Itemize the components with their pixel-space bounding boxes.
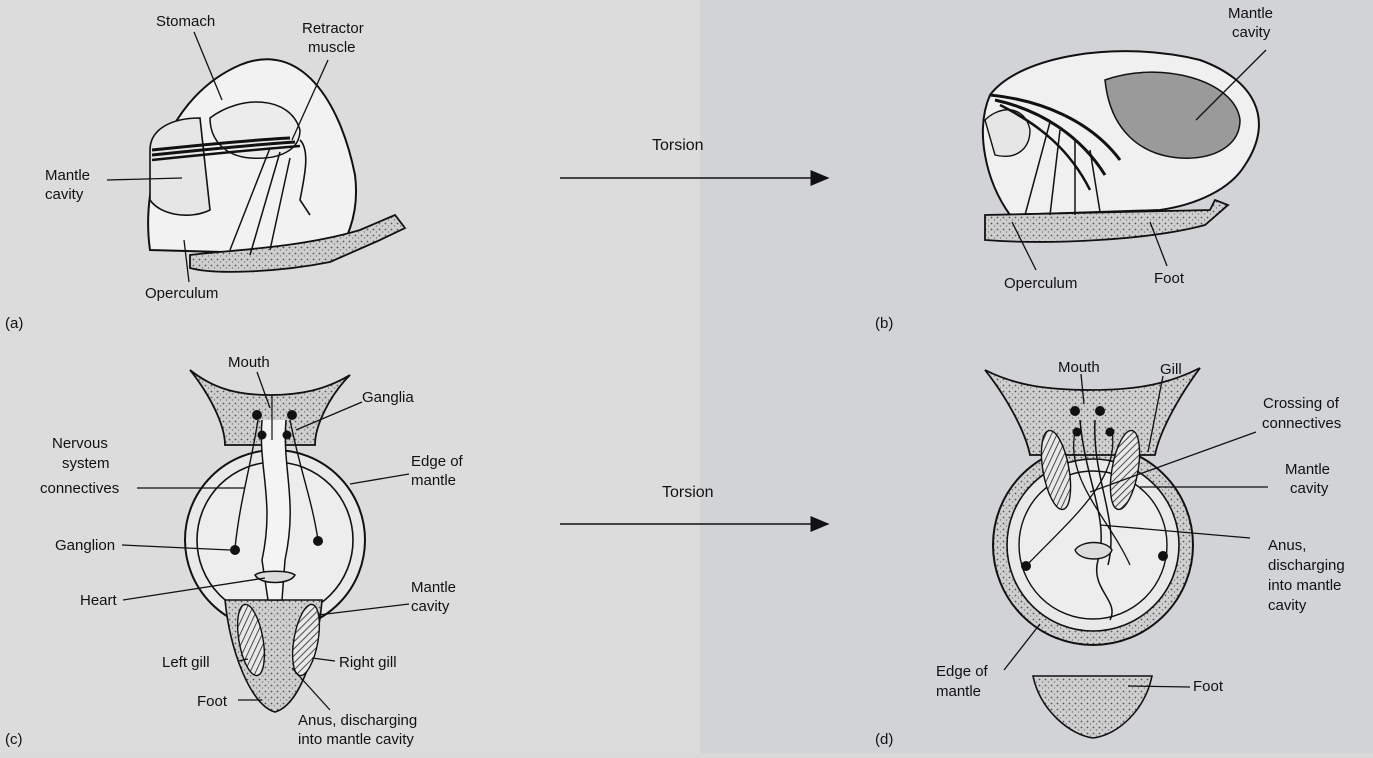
- label-mantle-cavity-c-line1: Mantle: [411, 579, 456, 596]
- label-crossing-line1: Crossing of: [1263, 395, 1340, 412]
- panel-letter-b: (b): [875, 315, 893, 332]
- label-gill-d: Gill: [1160, 361, 1182, 378]
- label-mantle-cavity-d-line2: cavity: [1290, 480, 1329, 497]
- label-edge-mantle-c-line1: Edge of: [411, 453, 464, 470]
- label-edge-mantle-d-line1: Edge of: [936, 663, 989, 680]
- label-edge-mantle-d-line2: mantle: [936, 683, 981, 700]
- label-mouth-c: Mouth: [228, 354, 270, 371]
- label-heart-c: Heart: [80, 592, 118, 609]
- label-anus-c-line2: into mantle cavity: [298, 731, 414, 748]
- label-mantle-cavity-a-line1: Mantle: [45, 167, 90, 184]
- panel-letter-c: (c): [5, 731, 23, 748]
- snail-b-drawing: [983, 51, 1259, 242]
- label-anus-d-line3: into mantle: [1268, 577, 1341, 594]
- label-operculum-b: Operculum: [1004, 275, 1077, 292]
- label-anus-c-line1: Anus, discharging: [298, 712, 417, 729]
- label-right-gill: Right gill: [339, 654, 397, 671]
- label-anus-d-line4: cavity: [1268, 597, 1307, 614]
- label-mantle-cavity-c-line2: cavity: [411, 598, 450, 615]
- label-nervous-line3: connectives: [40, 480, 119, 497]
- label-mouth-d: Mouth: [1058, 359, 1100, 376]
- label-foot-c: Foot: [197, 693, 228, 710]
- label-nervous-line2: system: [62, 455, 110, 472]
- panel-letter-d: (d): [875, 731, 893, 748]
- label-mantle-cavity-b-line1: Mantle: [1228, 5, 1273, 22]
- label-anus-d-line1: Anus,: [1268, 537, 1306, 554]
- label-foot-b: Foot: [1154, 270, 1185, 287]
- torsion-label-bottom: Torsion: [662, 484, 714, 501]
- label-anus-d-line2: discharging: [1268, 557, 1345, 574]
- torsion-label-top: Torsion: [652, 137, 704, 154]
- label-mantle-cavity-d-line1: Mantle: [1285, 461, 1330, 478]
- label-retractor-muscle-a-line1: Retractor: [302, 20, 364, 37]
- label-foot-d: Foot: [1193, 678, 1224, 695]
- panel-letter-a: (a): [5, 315, 23, 332]
- label-ganglia-c: Ganglia: [362, 389, 414, 406]
- label-operculum-a: Operculum: [145, 285, 218, 302]
- label-retractor-muscle-a-line2: muscle: [308, 39, 356, 56]
- label-nervous-line1: Nervous: [52, 435, 108, 452]
- label-stomach-a: Stomach: [156, 13, 215, 30]
- label-mantle-cavity-a-line2: cavity: [45, 186, 84, 203]
- label-left-gill: Left gill: [162, 654, 210, 671]
- label-ganglion-c: Ganglion: [55, 537, 115, 554]
- label-edge-mantle-c-line2: mantle: [411, 472, 456, 489]
- label-crossing-line2: connectives: [1262, 415, 1341, 432]
- label-mantle-cavity-b-line2: cavity: [1232, 24, 1271, 41]
